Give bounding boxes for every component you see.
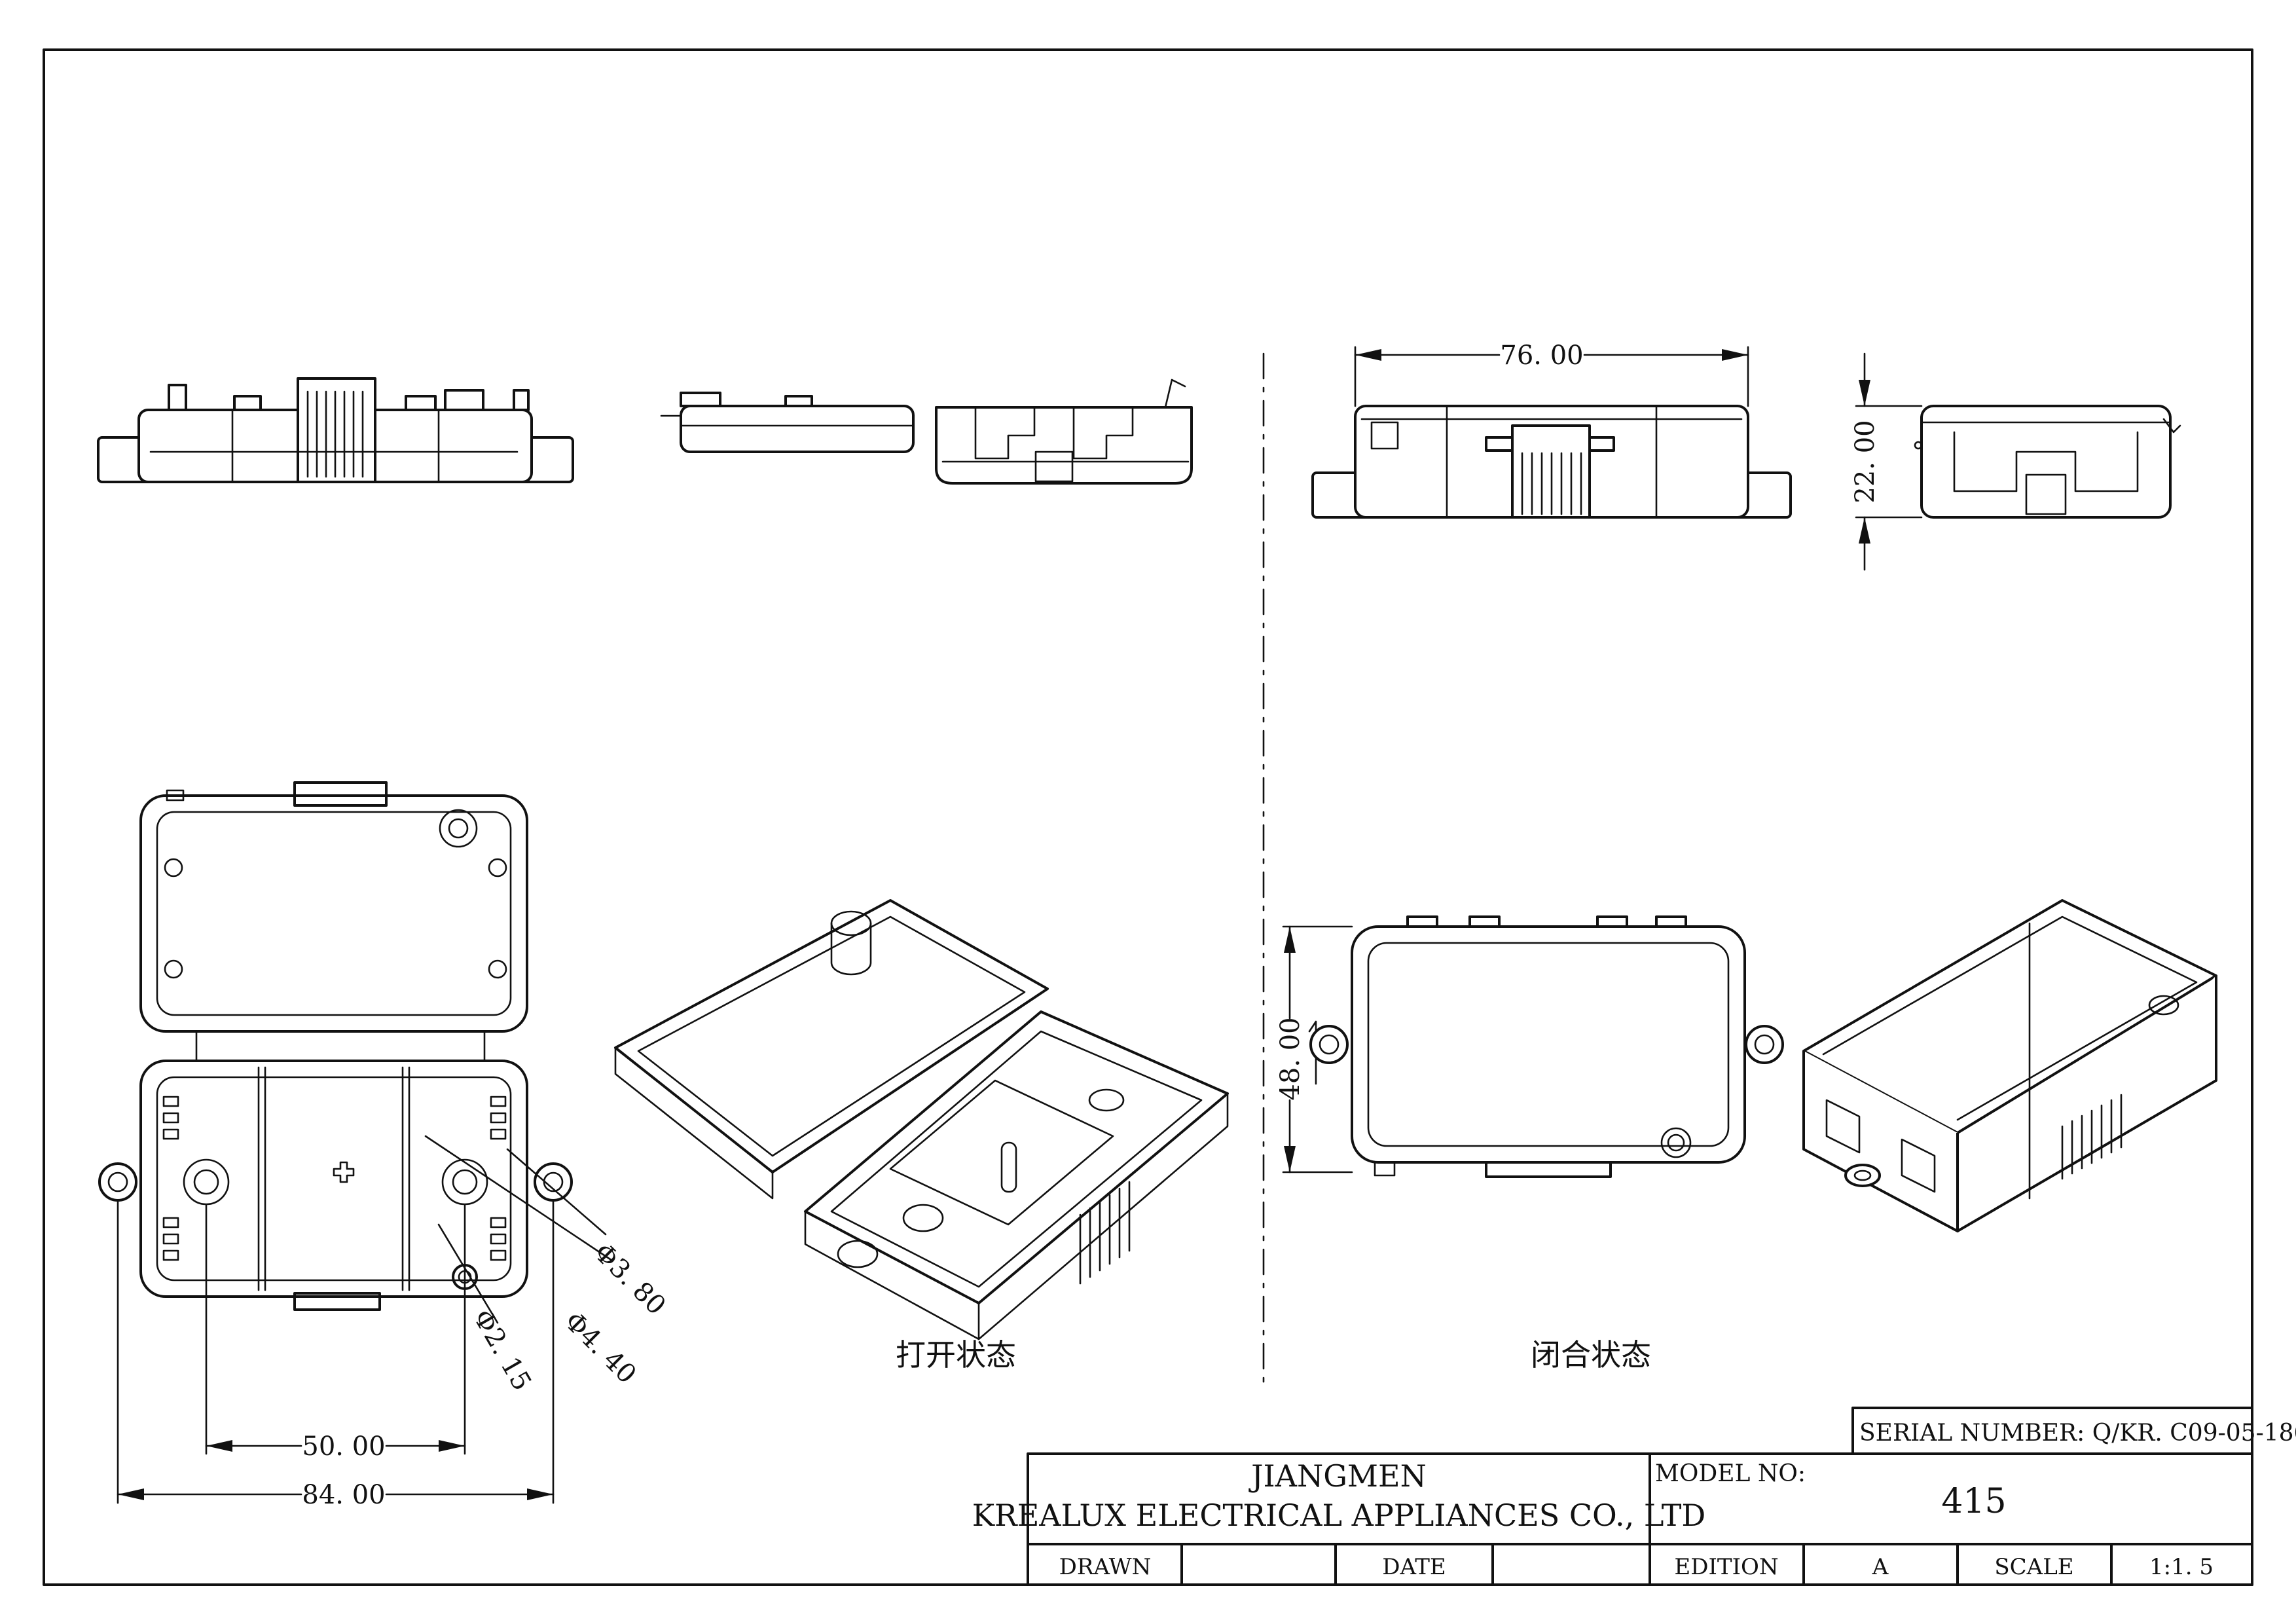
plan-view-closed	[1308, 915, 1784, 1178]
dia-215-label: Φ2. 15	[467, 1304, 537, 1396]
dim-76: 76. 00	[1354, 341, 1749, 407]
edition-label: EDITION	[1674, 1554, 1778, 1580]
iso-view-open	[614, 899, 1229, 1340]
company-line-1: JIANGMEN	[1248, 1458, 1427, 1494]
serial-number: SERIAL NUMBER: Q/KR. C09-05-186	[1859, 1420, 2296, 1447]
iso-view-closed	[1802, 899, 2217, 1232]
dim-76-label: 76. 00	[1500, 341, 1583, 371]
side-view-closed-left	[97, 377, 574, 483]
model-value: 415	[1941, 1482, 2006, 1521]
company-line-2: KREALUX ELECTRICAL APPLIANCES CO., LTD	[972, 1498, 1706, 1533]
dim-22-label: 22. 00	[1850, 420, 1880, 503]
dim-50-label: 50. 00	[302, 1431, 385, 1462]
end-view	[1914, 405, 2181, 519]
dim-22: 22. 00	[1850, 352, 1923, 571]
edition-value: A	[1872, 1554, 1889, 1580]
dim-50: 50. 00	[205, 1204, 466, 1462]
dim-84: 84. 00	[117, 1200, 555, 1510]
caption-closed-state: 闭合状态	[1531, 1337, 1651, 1373]
drawn-label: DRAWN	[1059, 1554, 1152, 1580]
plan-view-open	[98, 781, 573, 1311]
dia-380-label: Φ3. 80	[588, 1238, 672, 1321]
dim-48-label: 48. 00	[1275, 1017, 1305, 1100]
date-label: DATE	[1382, 1554, 1446, 1580]
model-label: MODEL NO:	[1655, 1460, 1806, 1487]
scale-value: 1:1. 5	[2149, 1554, 2214, 1580]
dim-84-label: 84. 00	[302, 1480, 385, 1510]
caption-open-state: 打开状态	[896, 1337, 1016, 1373]
side-view-open	[660, 378, 1193, 485]
scale-label: SCALE	[1994, 1554, 2073, 1580]
dia-440-label: Φ4. 40	[558, 1306, 642, 1390]
title-block: SERIAL NUMBER: Q/KR. C09-05-186 JIANGMEN…	[972, 1407, 2296, 1586]
front-view-top	[1311, 405, 1792, 519]
dim-48: 48. 00	[1275, 925, 1353, 1173]
